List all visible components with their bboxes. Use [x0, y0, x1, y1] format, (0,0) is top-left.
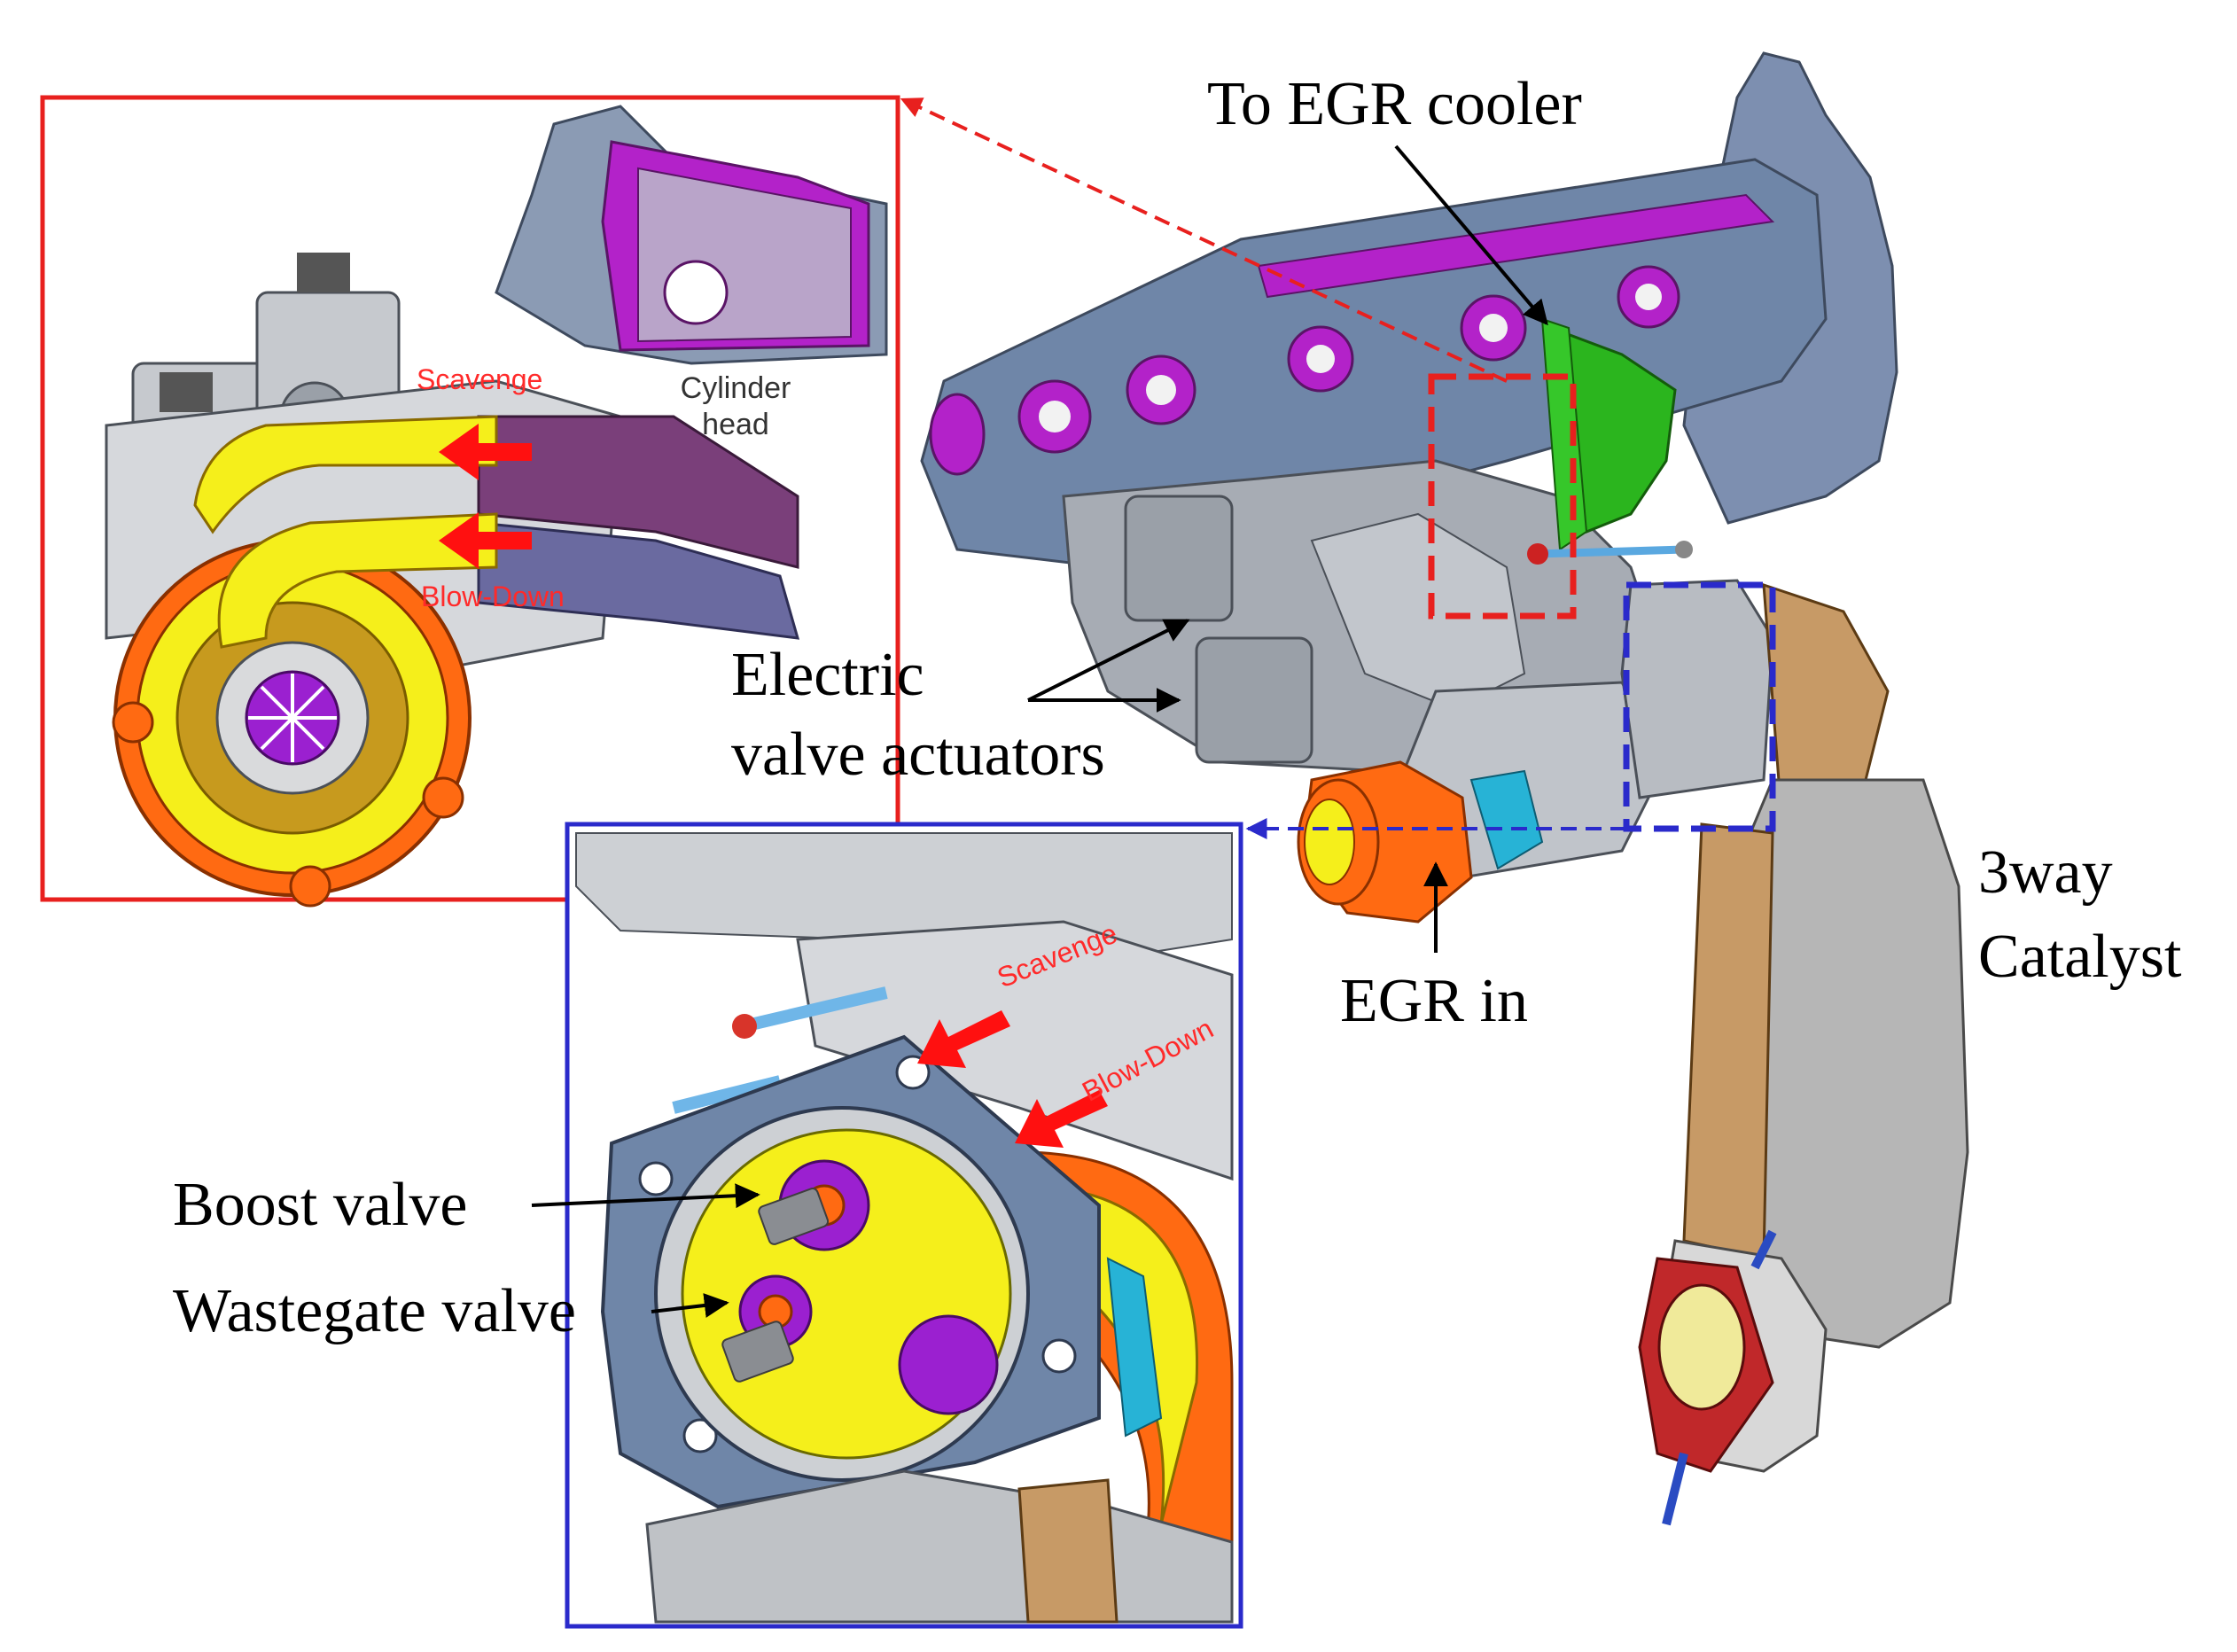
actuator-leader-upper	[1027, 619, 1190, 702]
egr-in-label: EGR in	[1340, 967, 1528, 1035]
blue-inset	[565, 822, 1243, 1629]
head-text: head	[702, 407, 769, 441]
cylinder-head-label: Cylinder head	[660, 370, 811, 443]
wastegate-valve-label: Wastegate valve	[173, 1277, 576, 1345]
egr-cooler-leader	[1394, 144, 1548, 326]
red-inset	[40, 95, 900, 908]
red-region-marker	[1428, 373, 1577, 620]
electric-label: Electric	[731, 641, 924, 709]
valve-actuators-label: valve actuators	[731, 721, 1105, 789]
three-way-label: 3way	[1978, 838, 2113, 907]
boost-valve-leader	[531, 1183, 760, 1209]
cylinder-text: Cylinder	[680, 371, 791, 405]
red-connector-arrow	[900, 97, 1508, 383]
blow-down-note-top: Blow-Down	[421, 581, 565, 612]
to-egr-cooler-label: To EGR cooler	[1207, 70, 1582, 138]
blue-region-marker	[1623, 581, 1776, 832]
boost-valve-label: Boost valve	[173, 1171, 468, 1239]
wastegate-valve-leader	[651, 1293, 729, 1318]
cylinder-head-block	[920, 51, 1898, 569]
catalyst-label: Catalyst	[1978, 923, 2182, 991]
three-way-catalyst	[1638, 582, 1969, 1526]
scavenge-note-top: Scavenge	[417, 363, 543, 395]
